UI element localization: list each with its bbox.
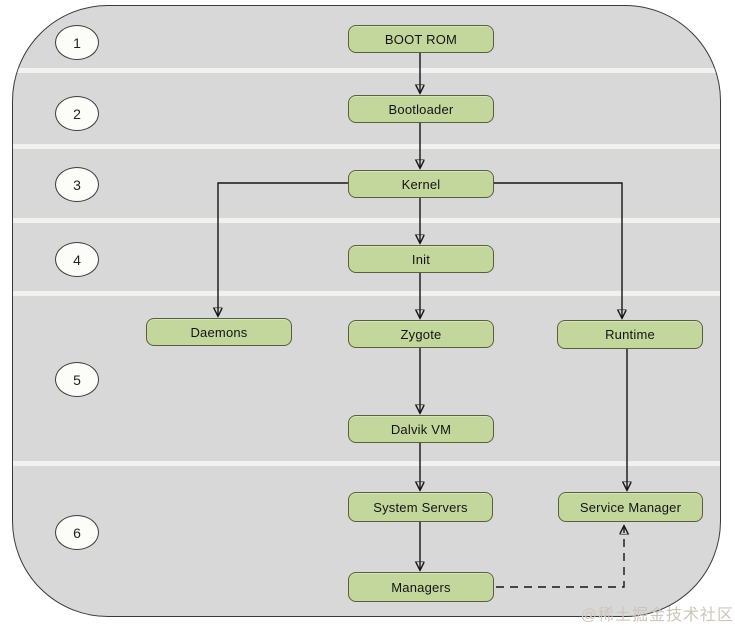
section-divider-3 bbox=[13, 218, 720, 223]
node-kernel: Kernel bbox=[348, 170, 494, 198]
step-circle-5: 5 bbox=[55, 362, 99, 397]
step-label: 4 bbox=[73, 251, 81, 268]
section-divider-2 bbox=[13, 144, 720, 149]
step-label: 3 bbox=[73, 176, 81, 193]
node-init: Init bbox=[348, 245, 494, 273]
node-daemons: Daemons bbox=[146, 318, 292, 346]
node-zygote: Zygote bbox=[348, 320, 494, 348]
watermark: @稀土掘金技术社区 bbox=[580, 607, 734, 624]
node-bootloader: Bootloader bbox=[348, 95, 494, 123]
step-circle-2: 2 bbox=[55, 96, 99, 131]
node-service-manager: Service Manager bbox=[558, 492, 703, 522]
step-circle-1: 1 bbox=[55, 25, 99, 60]
node-managers: Managers bbox=[348, 572, 494, 602]
step-label: 6 bbox=[73, 524, 81, 541]
section-divider-1 bbox=[13, 68, 720, 73]
step-label: 1 bbox=[73, 34, 81, 51]
step-circle-4: 4 bbox=[55, 242, 99, 277]
node-dalvik-vm: Dalvik VM bbox=[348, 415, 494, 443]
step-circle-6: 6 bbox=[55, 515, 99, 550]
step-label: 5 bbox=[73, 371, 81, 388]
section-divider-4 bbox=[13, 291, 720, 296]
node-runtime: Runtime bbox=[557, 320, 703, 349]
node-system-servers: System Servers bbox=[348, 492, 493, 522]
step-circle-3: 3 bbox=[55, 167, 99, 202]
section-divider-5 bbox=[13, 461, 720, 466]
node-boot-rom: BOOT ROM bbox=[348, 25, 494, 53]
step-label: 2 bbox=[73, 105, 81, 122]
